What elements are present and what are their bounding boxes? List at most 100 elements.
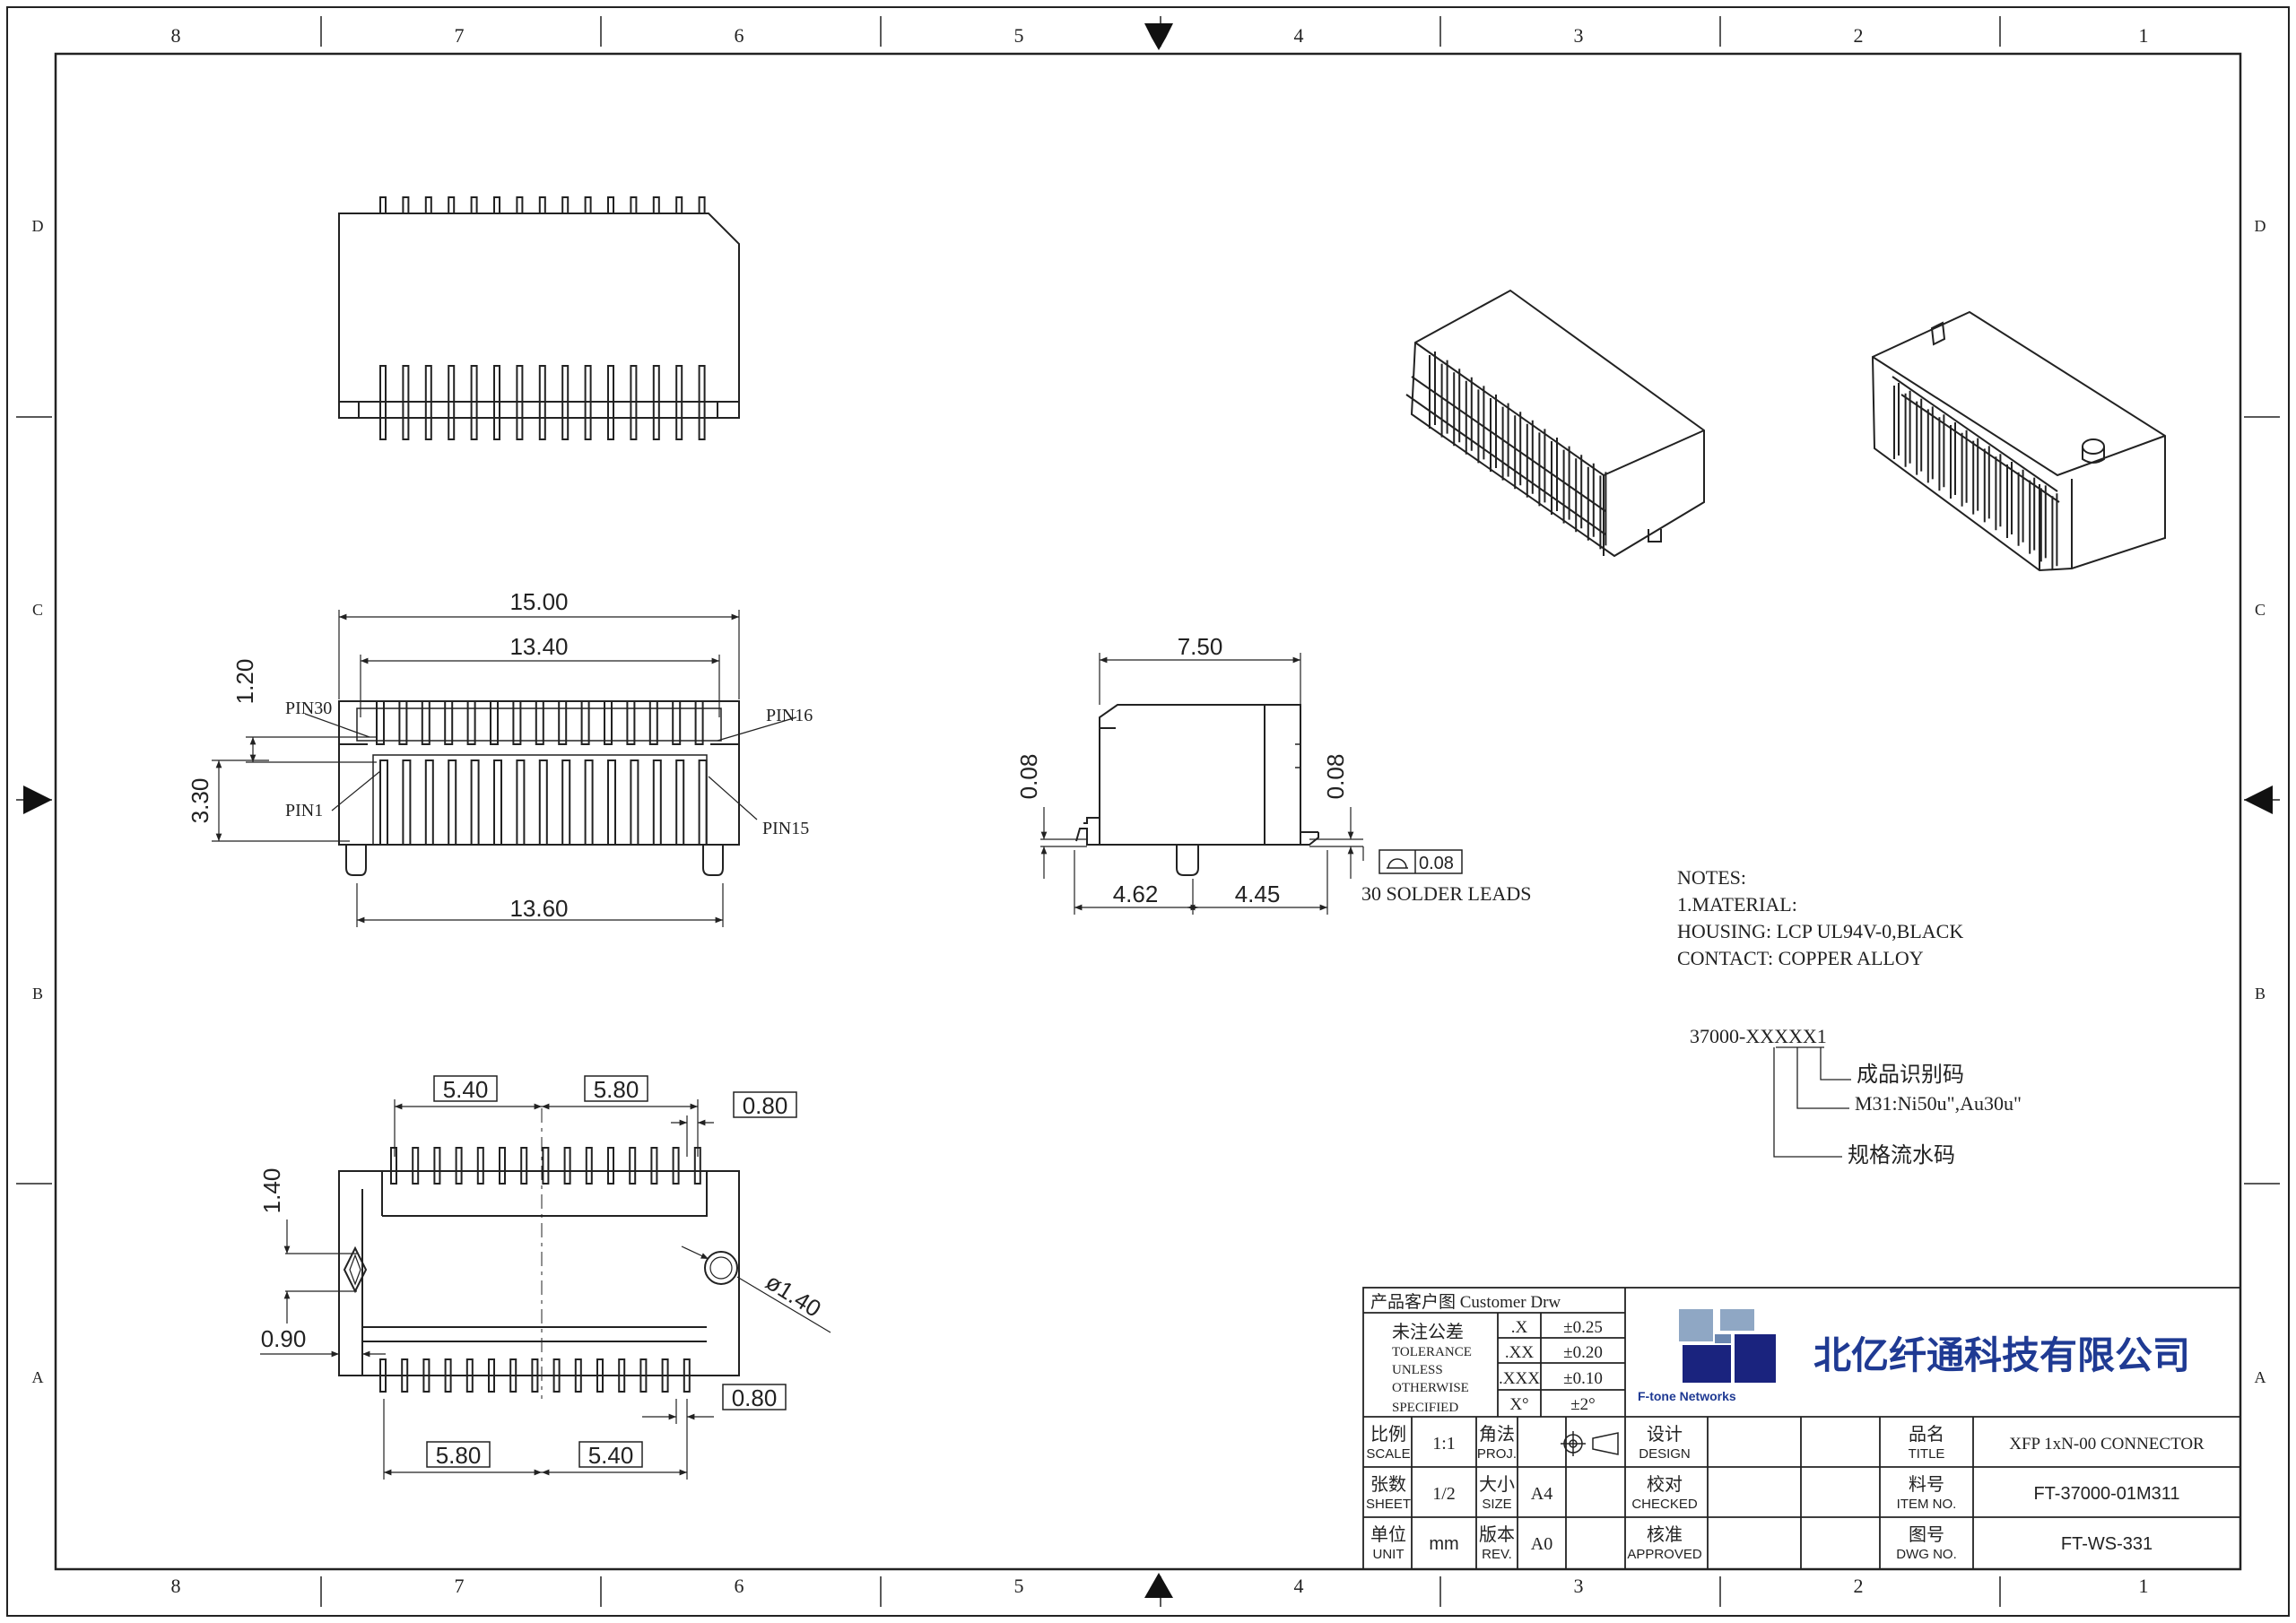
item-cn: 料号 [1909,1474,1944,1495]
zone-row-right-C: C [2255,601,2266,619]
pin-contact [376,700,385,745]
scale-en: SCALE [1366,1446,1410,1462]
zone-col-bottom-2: 2 [1854,1575,1864,1597]
sheet-cn: 张数 [1370,1474,1406,1495]
pin-pad [574,1358,582,1393]
bottom-view-dim-boxes [426,1075,797,1468]
zone-col-top-3: 3 [1574,24,1584,47]
legend-plating: M31:Ni50u",Au30u" [1855,1092,2022,1115]
pin-pad [639,1358,648,1393]
pin-contact [694,700,704,745]
zone-col-top-2: 2 [1854,24,1864,47]
pin-lead [493,365,500,440]
pin-lead [402,365,410,440]
part-code-legend: 37000-XXXXX1 成品识别码 M31:Ni50u",Au30u" 规格流… [1690,1025,2022,1167]
legend-finished-id: 成品识别码 [1857,1063,1964,1087]
pin30-label: PIN30 [285,699,332,718]
solder-leads-note: 30 SOLDER LEADS [1361,882,1531,905]
company-en: F-tone Networks [1638,1389,1736,1403]
front-view-dims [212,610,797,927]
zone-col-top-5: 5 [1014,24,1024,47]
rev-value: A0 [1531,1534,1552,1554]
pin-contact [604,700,613,745]
title-cn: 品名 [1909,1424,1944,1445]
pin-contact [490,700,499,745]
pin-contact [448,759,457,846]
pin-contact [424,759,434,846]
zone-col-bottom-5: 5 [1014,1575,1024,1597]
pin-lead [584,365,592,440]
zone-col-bottom-6: 6 [735,1575,744,1597]
pin16-label: PIN16 [766,706,813,725]
center-arrow-bottom [1144,1573,1173,1598]
pin-pad [531,1358,539,1393]
pin-pad [585,1147,593,1185]
tol-val-xxx: ±0.10 [1563,1369,1603,1388]
pin-contact [675,759,685,846]
dwg-en: DWG NO. [1896,1547,1957,1562]
pin-lead [630,196,638,214]
pin-contact [672,700,682,745]
zone-row-left-D: D [32,217,44,235]
pin-lead [402,196,410,214]
zone-col-bottom-4: 4 [1294,1575,1304,1597]
dim-left-height: 1.40 [258,1168,285,1214]
tol-val-x: ±0.25 [1563,1318,1603,1337]
pin-lead [698,365,706,440]
pin-lead [561,196,570,214]
dim-length: 7.50 [1178,633,1223,660]
pin-lead [493,196,500,214]
dim-top-mid: 5.80 [594,1076,639,1103]
zone-col-bottom-8: 8 [171,1575,181,1597]
pin-lead [607,196,614,214]
pin-lead [516,196,524,214]
pin-contact [538,759,548,846]
tol-val-angle: ±2° [1570,1395,1596,1414]
pin-contact [652,759,662,846]
notes-title: NOTES: [1677,866,1746,889]
pin-contact [584,759,594,846]
dim-width-total: 15.00 [509,588,568,615]
notes-line-2: HOUSING: LCP UL94V-0,BLACK [1677,920,1963,942]
center-arrow-left [23,785,52,814]
flatness-icon [1387,858,1408,869]
pin-lead [630,365,638,440]
dwg-value: FT-WS-331 [2061,1534,2152,1554]
front-view [338,700,740,876]
flatness-callout: 0.08 30 SOLDER LEADS [1361,849,1531,905]
center-arrow-top [1144,23,1173,50]
zone-col-top-7: 7 [455,24,465,47]
checked-cn: 校对 [1647,1474,1683,1495]
pin-lead [538,196,546,214]
bottom-view-dims [260,1099,831,1480]
proj-cn: 角法 [1479,1424,1515,1445]
pin-lead [561,365,570,440]
zone-col-bottom-7: 7 [455,1575,465,1597]
pin-lead [538,365,546,440]
part-code: 37000-XXXXX1 [1690,1025,1827,1047]
tol-key-xxx: .XXX [1499,1369,1540,1388]
pin-contact [607,759,616,846]
tolerance-en-1: TOLERANCE [1392,1345,1472,1359]
pin-contact [493,759,502,846]
dim-bottom-left: 5.80 [436,1442,482,1469]
pin-lead [448,365,456,440]
pin-lead [652,365,660,440]
pin-contact [580,700,590,745]
tol-key-angle: X° [1509,1395,1528,1414]
pin-contact [630,759,639,846]
pin-contact [558,700,568,745]
pin-pad [412,1147,420,1185]
pin15-label: PIN15 [762,819,809,838]
bottom-view [338,1108,740,1399]
pin-contact [444,700,454,745]
pin-pad [596,1358,604,1393]
dim-depth: 3.30 [187,778,213,824]
notes-line-1: 1.MATERIAL: [1677,893,1797,916]
checked-en: CHECKED [1631,1497,1698,1512]
pin-pad [433,1147,441,1185]
size-value: A4 [1531,1484,1552,1504]
zone-row-right-D: D [2255,217,2266,235]
pin-pad [401,1358,409,1393]
pin-contact [421,700,430,745]
